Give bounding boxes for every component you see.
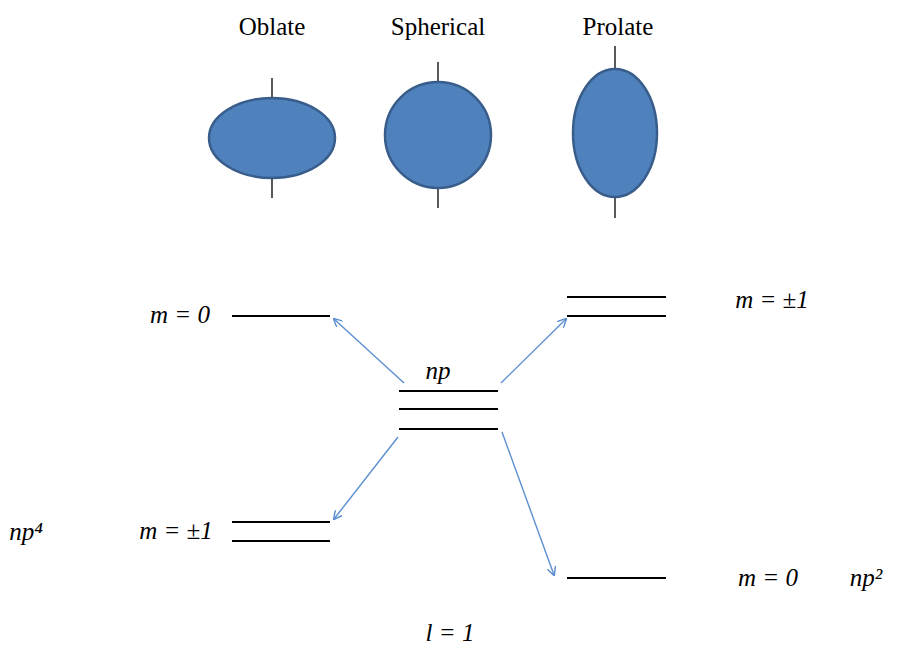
configuration-label: np⁴ [9, 518, 43, 546]
level-label: np [426, 357, 451, 385]
prolate-shape [573, 69, 657, 197]
level-label: m = 0 [738, 564, 798, 592]
oblate-shape [209, 98, 335, 178]
configuration-label: np² [850, 564, 883, 592]
energy-levels [232, 297, 666, 578]
level-label: m = 0 [150, 301, 210, 329]
quantum-number-label: l = 1 [426, 619, 475, 647]
splitting-arrows [334, 319, 566, 575]
level-label: m = ±1 [735, 286, 809, 314]
shape-label: Prolate [583, 13, 654, 41]
spherical-shape [385, 82, 491, 188]
shape-label: Oblate [239, 13, 306, 41]
level-label: m = ±1 [139, 517, 213, 545]
shape-label: Spherical [391, 13, 485, 41]
